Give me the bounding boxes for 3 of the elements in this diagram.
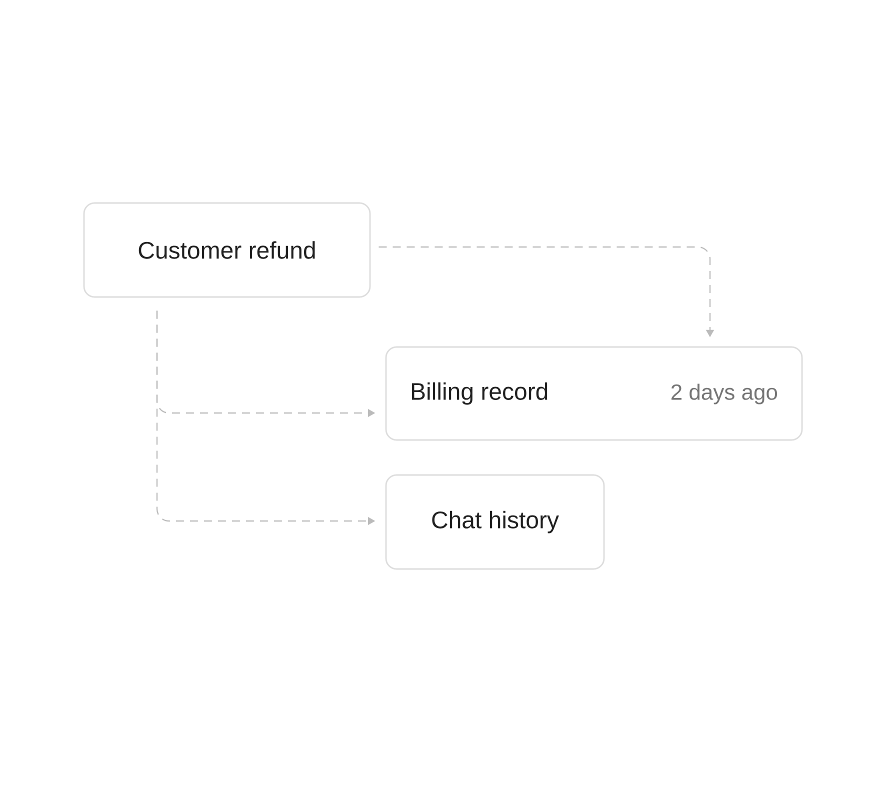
node-box: Chat history bbox=[385, 474, 605, 570]
node-box: Customer refund bbox=[83, 202, 371, 298]
node-box: Billing record 2 days ago bbox=[385, 346, 803, 441]
